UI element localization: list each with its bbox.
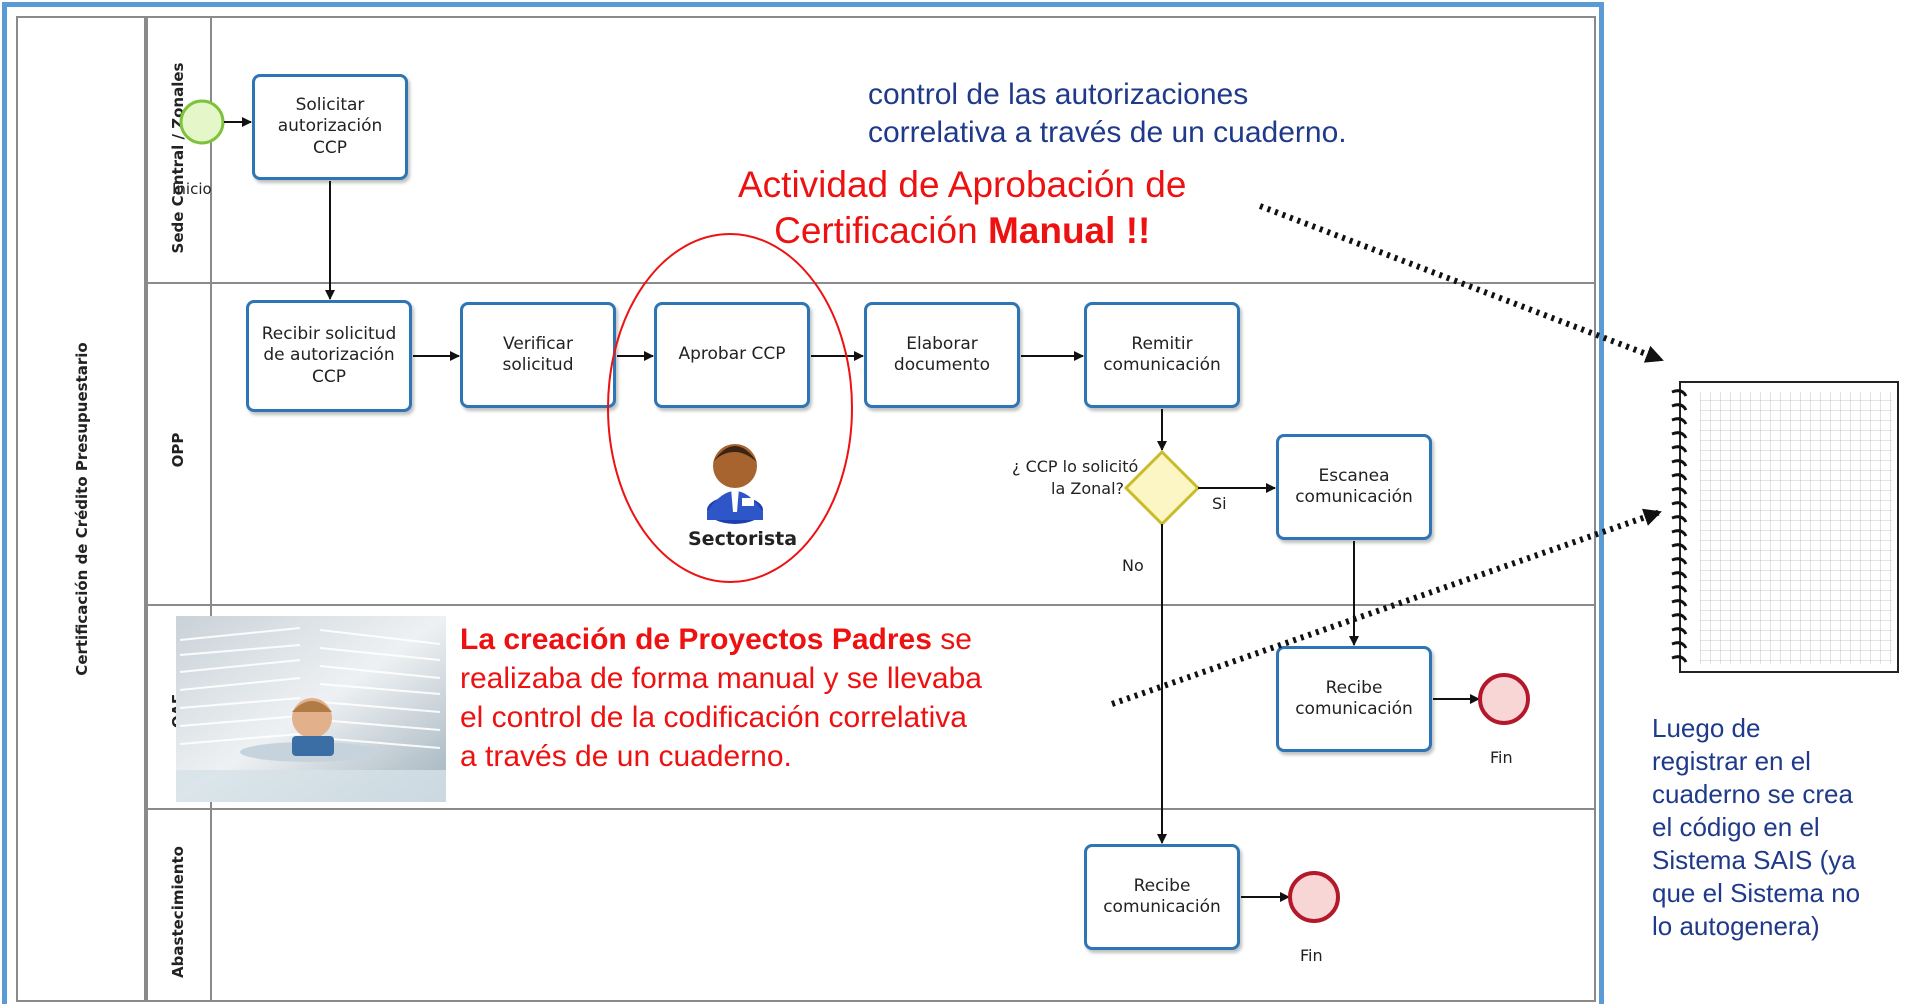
task-line: comunicación (1295, 699, 1413, 719)
end-event-abastecimiento (1288, 871, 1340, 923)
task-line: Verificar (503, 333, 573, 354)
note-line: correlativa a través de un cuaderno. (868, 115, 1347, 149)
task-line: CCP (313, 137, 347, 158)
lane-separator-1 (146, 282, 1594, 284)
note-line: Actividad de Aprobación de (738, 164, 1187, 205)
note-line: cuaderno se crea (1652, 779, 1853, 810)
note-line-bold: Manual !! (987, 210, 1151, 252)
task-line: comunicación (1295, 487, 1413, 507)
stacked-papers-photo (176, 616, 446, 802)
lane-separator-2 (146, 604, 1594, 606)
side-note: Luego de registrar en el cuaderno se cre… (1652, 712, 1860, 943)
task-aprobar-ccp[interactable]: Aprobar CCP (654, 302, 810, 408)
sectorista-person-icon (707, 444, 763, 524)
diagram-frame (2, 2, 1604, 1004)
task-line: Escanea (1318, 465, 1390, 486)
gateway-question-line: ¿ CCP lo solicitó (1012, 457, 1139, 476)
note-line: a través de un cuaderno. (460, 740, 792, 773)
note-line: Sistema SAIS (ya (1652, 845, 1856, 876)
highlight-ellipse (607, 233, 853, 583)
sectorista-label: Sectorista (688, 528, 798, 550)
gateway-question-line: la Zonal? (1051, 478, 1124, 498)
note-line: se (931, 623, 972, 656)
note-line: registrar en el (1652, 746, 1811, 777)
dotted-arrow-bottom (1111, 508, 1662, 707)
lane-label-divider (210, 18, 212, 1000)
task-line: comunicación (1103, 355, 1221, 375)
gateway-no-label: No (1122, 556, 1144, 575)
note-line: el código en el (1652, 812, 1820, 843)
dotted-arrow-top (1258, 203, 1664, 363)
gateway-yes-label: Si (1212, 494, 1227, 513)
task-line: comunicación (1103, 897, 1221, 917)
start-event (179, 99, 225, 145)
end-event-abastecimiento-label: Fin (1300, 946, 1323, 965)
task-line: Remitir (1131, 333, 1193, 354)
task-line: Elaborar (906, 333, 978, 354)
task-line: CCP (312, 366, 346, 387)
end-event-oaf (1478, 673, 1530, 725)
note-line: Luego de (1652, 713, 1761, 743)
lane-divider-left (146, 18, 148, 1000)
gateway-question: ¿ CCP lo solicitó la Zonal? (1012, 456, 1138, 499)
task-line: Recibe (1133, 875, 1191, 896)
task-line: de autorización (263, 345, 395, 366)
note-line: realizaba de forma manual y se llevaba (460, 662, 982, 695)
task-line: Recibir solicitud (261, 324, 397, 345)
note-line: que el Sistema no (1652, 878, 1861, 909)
note-line: control de las autorizaciones (868, 78, 1249, 111)
task-line: Recibe (1325, 677, 1383, 698)
note-line-bold: La creación de Proyectos Padres (460, 623, 932, 656)
note-line: el control de la codificación correlativ… (460, 701, 967, 734)
start-event-label: Inicio (172, 180, 212, 198)
task-line: solicitud (502, 355, 574, 375)
note-red-title: Actividad de Aprobación de Certificación… (738, 162, 1186, 255)
pool-label-area (18, 18, 146, 1000)
task-line: Aprobar CCP (678, 344, 786, 365)
task-line: autorización (277, 116, 383, 137)
notebook-icon (1671, 381, 1899, 673)
task-line: documento (893, 355, 991, 375)
task-line: Solicitar (295, 95, 365, 116)
note-blue-top: control de las autorizaciones correlativa… (868, 76, 1347, 151)
note-line: Certificación (774, 210, 988, 252)
note-line: lo autogenera) (1652, 911, 1820, 942)
lane-separator-3 (146, 808, 1594, 810)
note-red-body: La creación de Proyectos Padres se reali… (460, 620, 982, 776)
end-event-oaf-label: Fin (1490, 748, 1513, 767)
